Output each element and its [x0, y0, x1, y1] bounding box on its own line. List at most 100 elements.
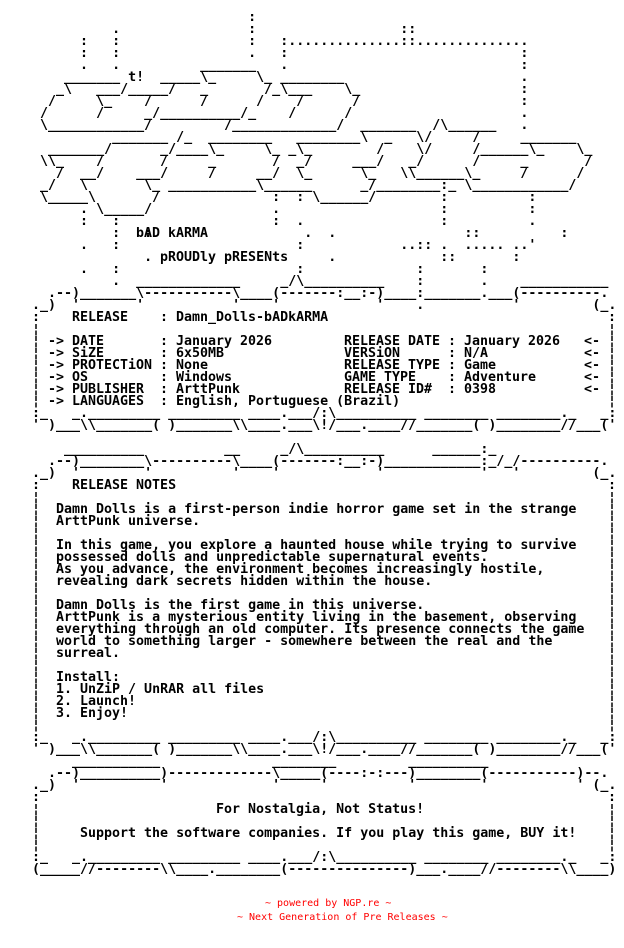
info-label: RELEASE ID#: [344, 382, 433, 397]
ascii-art-line: ' )___\\_______( )_______\\____.___\!/__…: [0, 418, 617, 433]
frame-right: ¦: [608, 538, 617, 553]
notes-row: ¦everything through an old computer. Its…: [0, 622, 624, 637]
ascii-art-line: :: [0, 10, 257, 25]
frame-left: ¦: [32, 838, 41, 853]
separator: :: [448, 370, 457, 385]
separator: :: [160, 370, 169, 385]
frame-right: ¦: [608, 694, 617, 709]
frame-right: ¦: [608, 502, 617, 517]
arrow-left-icon: <-: [584, 334, 601, 349]
ascii-art-line: : : : . : .: [0, 214, 537, 229]
frame-left: ¦: [32, 526, 41, 541]
frame-blank-row: ¦ ¦: [0, 323, 624, 336]
frame-right: ¦: [608, 514, 617, 529]
frame-left: ¦: [32, 826, 41, 841]
frame-right: ¦: [608, 826, 617, 841]
notes-row: ¦In this game, you explore a haunted hou…: [0, 538, 624, 553]
notes-line: Damn Dolls is the first game in this uni…: [56, 598, 425, 613]
frame-left: ¦: [32, 514, 41, 529]
ascii-art-line: ._) ' ' ' ' ' ' ' (_.: [0, 778, 617, 793]
closing-footer-art: :_ _._________ _________ ____.___/:\____…: [0, 850, 624, 877]
notes-row: ¦world to something larger - somewhere b…: [0, 634, 624, 649]
notes-title-row: : RELEASE NOTES :: [0, 479, 624, 492]
arrow-right-icon: ->: [48, 334, 65, 349]
separator: :: [160, 334, 169, 349]
ascii-art-line: _\ ___/_____/ _ /_\___ \_ :: [0, 82, 529, 97]
motto-row: ¦ For Nostalgia, Not Status! ¦: [0, 802, 624, 817]
frame-blank-row: : :: [0, 790, 624, 805]
ascii-art-line: \\_ / / _ / _/ ___/ _/ / _ /: [0, 154, 593, 169]
info-label: PROTECTiON: [72, 358, 153, 373]
frame-left: ¦: [32, 802, 41, 817]
separator: :: [160, 358, 169, 373]
ascii-art-line: ._) ' ' ' ' ' . ' (_.: [0, 298, 617, 313]
logo-row-group-name: : : . . :: : bAD kARMA: [0, 226, 624, 241]
frame-right: ¦: [608, 622, 617, 637]
separator: :: [448, 358, 457, 373]
info-value: Game: [464, 358, 497, 373]
ascii-art-line: . . :: :: [32, 250, 521, 265]
notes-row: ¦¦: [0, 586, 624, 601]
ascii-art-line: . : : : :: [0, 262, 489, 277]
arrow-right-icon: ->: [48, 394, 65, 409]
ascii-art-line: :_ _._________ _________ ____.___/:\____…: [0, 730, 617, 745]
frame-right: ¦: [608, 334, 617, 349]
frame-left: ¦: [32, 670, 41, 685]
frame-left: ¦: [32, 334, 41, 349]
frame-blank-row: ¦ ¦: [0, 491, 624, 504]
ascii-art-line: / __/ ___/ / __/ \_ \_ \\______\_ / /: [0, 166, 585, 181]
notes-row: ¦Damn Dolls is the first game in this un…: [0, 598, 624, 613]
notes-row: ¦Damn Dolls is a first-person indie horr…: [0, 502, 624, 517]
notes-row: ¦surreal.¦: [0, 647, 624, 660]
group-name: bAD kARMA: [136, 226, 209, 241]
notes-line: revealing dark secrets hidden within the…: [56, 574, 433, 589]
frame-right: ¦: [608, 526, 617, 541]
notes-row: ¦ArttPunk is a mysterious entity living …: [0, 611, 624, 624]
ascii-art-line: :_ _._________ _________ ____.___/:\____…: [0, 406, 617, 421]
ascii-art-line: / \_ / / / / / :: [0, 94, 529, 109]
info-value: 6x50MB: [176, 346, 225, 361]
info-footer-art: :_ _._________ _________ ____.___/:\____…: [0, 406, 624, 433]
separator: :: [160, 346, 169, 361]
frame-left: ¦: [32, 382, 41, 397]
frame-right: ¦: [608, 574, 617, 589]
info-value: January 2026: [176, 334, 273, 349]
ascii-art-line: ._) ' ' ' ' ' ' ' (_.: [0, 466, 617, 481]
info-label: RELEASE DATE: [344, 334, 441, 349]
arrow-right-icon: ->: [48, 370, 65, 385]
ascii-art-line: .--)__________)-------------\_____(----:…: [0, 766, 609, 781]
info-value: 0398: [464, 382, 497, 397]
frame-right: ¦: [608, 682, 617, 697]
support-row: ¦ Support the software companies. If you…: [0, 826, 624, 841]
notes-line: 2. Launch!: [56, 694, 137, 709]
info-label: SiZE: [72, 346, 105, 361]
notes-row: ¦3. Enjoy!¦: [0, 707, 624, 720]
frame-right: ¦: [608, 586, 617, 601]
ascii-art-line: :_ _._________ _________ ____.___/:\____…: [0, 850, 617, 865]
frame-left: ¦: [32, 502, 41, 517]
separator: :: [448, 334, 457, 349]
info-row: ¦->LANGUAGES:English, Portuguese (Brazil…: [0, 394, 624, 409]
frame-left: :: [32, 790, 41, 805]
notes-row: ¦As you advance, the environment becomes…: [0, 563, 624, 576]
ascii-art-line: . . _______ . :: [0, 58, 529, 73]
frame-blank-row: ¦ ¦: [0, 815, 624, 828]
ascii-art-line: . _____________ _/\__________ : . ______…: [0, 274, 609, 289]
info-value: English, Portuguese (Brazil): [176, 394, 401, 409]
arrow-left-icon: <-: [584, 346, 601, 361]
ascii-art-line: (_____//--------\\____.________(--------…: [0, 862, 617, 877]
frame-left: ¦: [32, 634, 41, 649]
notes-row: ¦2. Launch!¦: [0, 694, 624, 709]
release-name: Damn_Dolls-bADkARMA: [176, 310, 329, 325]
ascii-art-line: . \_____/ . : :: [0, 202, 537, 217]
ascii-art-line: ' )___\\_______( )_______\\____.___\!/__…: [0, 742, 617, 757]
site-tagline: ~ Next Generation of Pre Releases ~: [237, 912, 448, 923]
frame-left: ¦: [32, 550, 41, 565]
frame-left: ¦: [32, 574, 41, 589]
ascii-art-line: / / _/__________/_ / / .: [0, 106, 529, 121]
frame-right: ¦: [608, 802, 617, 817]
